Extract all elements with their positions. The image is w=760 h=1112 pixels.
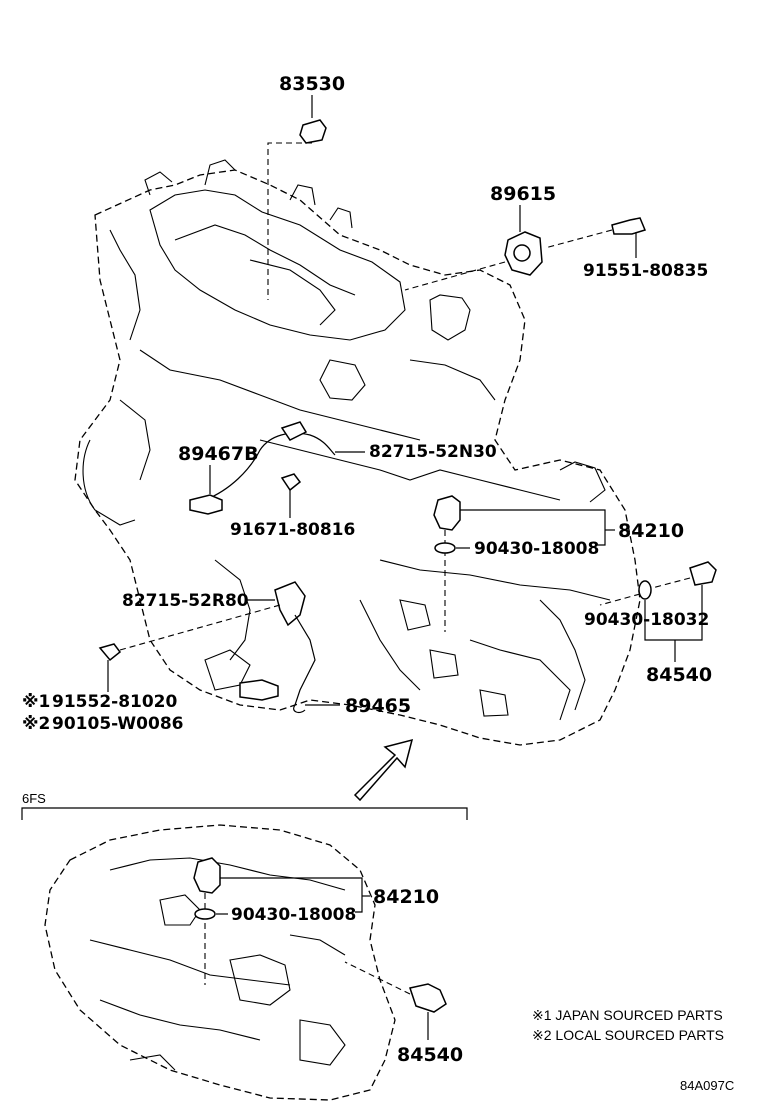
legend-japan-sourced: ※1 JAPAN SOURCED PARTS: [532, 1007, 723, 1023]
label-90430-18008: 90430-18008: [474, 539, 599, 559]
sensor-84540-6fs: [344, 961, 447, 1040]
washer-90430-18008-6fs: [194, 908, 228, 920]
harness-82715-52n30: [204, 421, 365, 501]
label-82715-52r80: 82715-52R80: [122, 591, 249, 611]
label-83530: 83530: [279, 73, 345, 95]
marker-1: ※1: [22, 692, 50, 712]
harness-82715-52r80: [245, 581, 316, 714]
label-89467b: 89467B: [178, 443, 259, 465]
labels: 83530 89615 91551-80835 82715-52N30 8946…: [22, 73, 734, 1093]
label-91551-80835: 91551-80835: [583, 261, 708, 281]
sensor-89467b: [189, 465, 223, 515]
label-90105-w0086: 90105-W0086: [52, 714, 184, 734]
figure-code: 84A097C: [680, 1078, 734, 1093]
label-91552-81020: 91552-81020: [52, 692, 178, 712]
sensor-84540-upper: [599, 561, 717, 662]
washer-90430-18008: [434, 542, 470, 554]
part-83530: [267, 95, 327, 300]
label-84540-6fs: 84540: [397, 1044, 463, 1066]
view-arrow: [353, 738, 414, 802]
label-84210-6fs: 84210: [373, 886, 439, 908]
bolt-91671-80816: [280, 473, 302, 518]
engine-assembly-drawing: [74, 159, 641, 746]
section-6fs: [21, 807, 468, 820]
label-90430-18032: 90430-18032: [584, 610, 709, 630]
label-90430-18008-6fs: 90430-18008: [231, 905, 356, 925]
part-89615: [404, 205, 543, 291]
sensor-89465: [239, 679, 340, 706]
label-91671-80816: 91671-80816: [230, 520, 355, 540]
label-89465: 89465: [345, 695, 411, 717]
marker-2: ※2: [22, 714, 50, 734]
sensor-84210: [433, 495, 615, 632]
bolt-91551-80835: [544, 217, 647, 258]
label-84210: 84210: [618, 520, 684, 542]
label-84540: 84540: [646, 664, 712, 686]
transmission-6fs-drawing: [44, 824, 396, 1101]
label-89615: 89615: [490, 183, 556, 205]
section-label-6fs: 6FS: [22, 791, 46, 806]
bolt-91552-81020: [98, 604, 281, 692]
legend-local-sourced: ※2 LOCAL SOURCED PARTS: [532, 1027, 724, 1043]
label-82715-52n30: 82715-52N30: [369, 442, 497, 462]
